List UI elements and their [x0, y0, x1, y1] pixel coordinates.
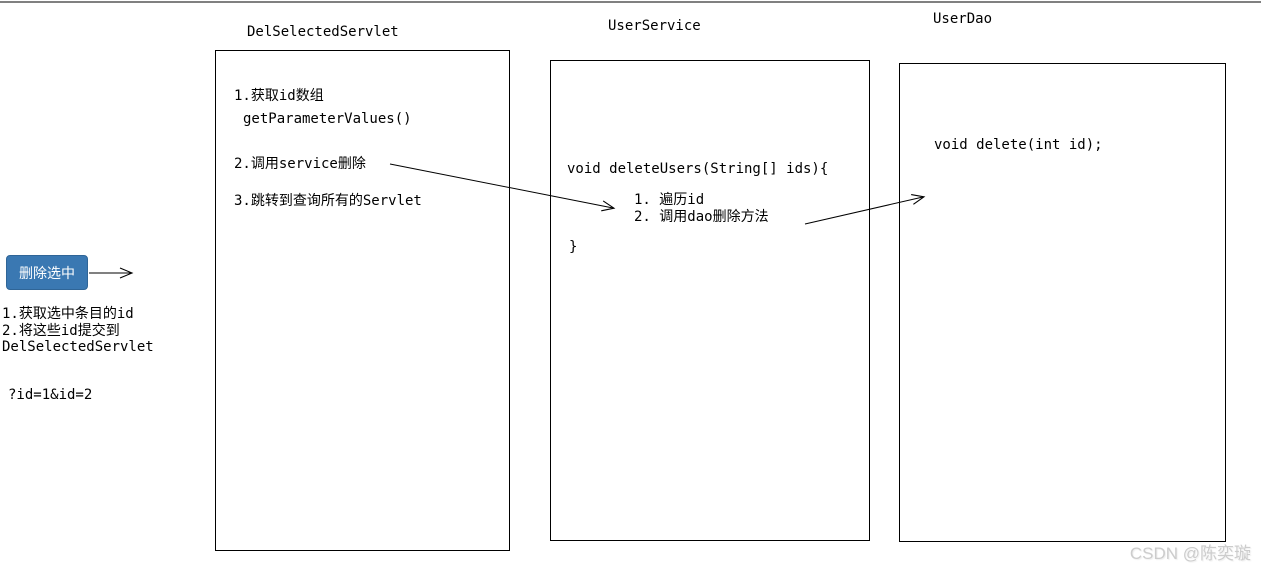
query-string-example: ?id=1&id=2: [8, 387, 93, 403]
service-step-iterate-ids: 1. 遍历id: [634, 192, 705, 208]
dao-method-signature: void delete(int id);: [934, 137, 1103, 153]
box-title-user-dao: UserDao: [933, 11, 993, 27]
delete-selected-button[interactable]: 删除选中: [6, 255, 88, 290]
box-del-selected-servlet: [215, 50, 510, 551]
servlet-step-call-service: 2.调用service删除: [234, 156, 366, 172]
box-title-user-service: UserService: [608, 18, 701, 34]
service-method-signature: void deleteUsers(String[] ids){: [567, 161, 829, 177]
button-notes: 1.获取选中条目的id 2.将这些id提交到 DelSelectedServle…: [2, 306, 154, 356]
box-user-service: [550, 60, 870, 541]
service-method-close-brace: }: [569, 239, 578, 255]
note-get-selected-ids: 1.获取选中条目的id: [2, 306, 134, 322]
csdn-watermark: CSDN @陈奕璇: [1129, 544, 1251, 563]
note-submit-ids: 2.将这些id提交到: [2, 322, 120, 339]
servlet-get-parameter-values: getParameterValues(): [243, 111, 412, 127]
note-target-servlet: DelSelectedServlet: [2, 339, 154, 355]
box-title-del-selected-servlet: DelSelectedServlet: [247, 24, 399, 40]
box-user-dao: [899, 63, 1226, 542]
servlet-step-get-ids: 1.获取id数组: [234, 88, 324, 104]
servlet-step-redirect: 3.跳转到查询所有的Servlet: [234, 193, 422, 209]
service-step-call-dao: 2. 调用dao删除方法: [634, 209, 769, 225]
